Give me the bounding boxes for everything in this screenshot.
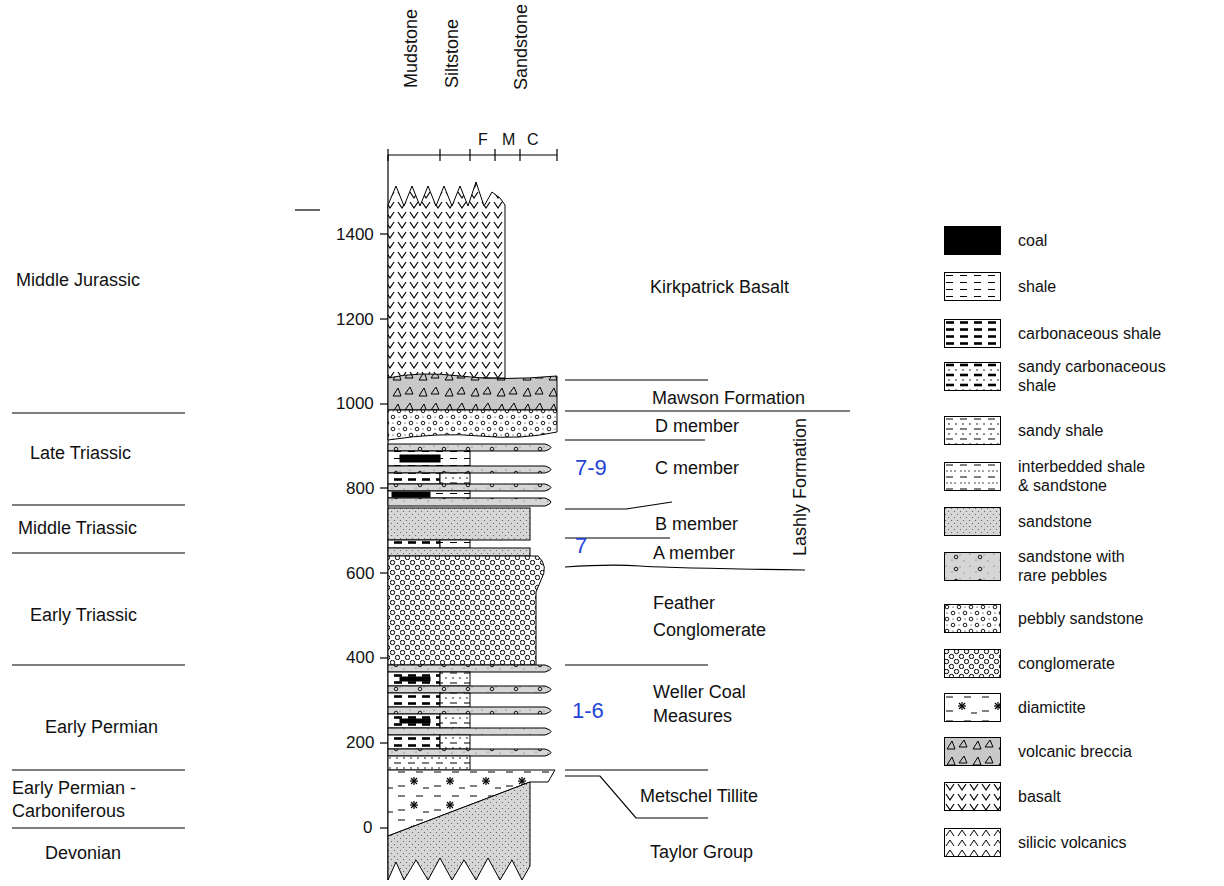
formation-label: Kirkpatrick Basalt xyxy=(650,277,789,298)
scale-number: 200 xyxy=(346,733,374,753)
pattern-swatch xyxy=(945,273,1001,301)
pattern-swatch xyxy=(945,738,1001,766)
legend-swatch xyxy=(944,272,1001,301)
legend-text: coal xyxy=(1018,231,1198,250)
legend-text: basalt xyxy=(1018,787,1198,806)
legend-swatch xyxy=(944,649,1001,678)
scale-number: 400 xyxy=(346,648,374,668)
pattern-swatch xyxy=(945,650,1001,678)
legend-text: silicic volcanics xyxy=(1018,833,1198,852)
legend-text: volcanic breccia xyxy=(1018,742,1198,761)
formation-label: Metschel Tillite xyxy=(640,786,758,807)
legend-swatch xyxy=(944,226,1001,255)
legend-swatch xyxy=(944,416,1001,445)
legend-text: shale xyxy=(1018,277,1198,296)
age-label: Late Triassic xyxy=(30,443,131,464)
scale-number: 0 xyxy=(363,818,372,838)
pattern-swatch xyxy=(945,463,1001,491)
grain-size-header: Siltstone xyxy=(442,19,463,88)
sample-number: 7-9 xyxy=(575,455,607,480)
age-label: Devonian xyxy=(45,843,121,864)
pattern-swatch xyxy=(945,783,1001,811)
grain-size-header: Mudstone xyxy=(401,9,422,88)
sample-number: 1-6 xyxy=(572,698,604,723)
member-label: A member xyxy=(653,543,735,564)
grain-size-class: C xyxy=(527,131,539,149)
pattern-swatch xyxy=(945,320,1001,348)
formation-label: Mawson Formation xyxy=(652,388,805,409)
legend-text: diamictite xyxy=(1018,698,1198,717)
legend-swatch xyxy=(944,552,1001,581)
legend-text: sandstone with rare pebbles xyxy=(1018,547,1138,585)
member-label: C member xyxy=(655,458,739,479)
legend-swatch xyxy=(944,462,1001,491)
formation-label: Feather Conglomerate xyxy=(653,590,783,644)
legend-text: carbonaceous shale xyxy=(1018,324,1198,343)
legend-swatch xyxy=(944,362,1001,391)
legend-swatch xyxy=(944,604,1001,633)
pattern-swatch xyxy=(945,553,1001,581)
sample-number: 7 xyxy=(575,533,587,558)
legend-text: sandy shale xyxy=(1018,421,1198,440)
legend-text: pebbly sandstone xyxy=(1018,609,1198,628)
age-label: Early Permian xyxy=(45,717,158,738)
grain-size-class: M xyxy=(502,131,515,149)
age-label: Early Triassic xyxy=(30,605,137,626)
formation-label: Weller Coal Measures xyxy=(653,680,768,728)
age-label: Middle Triassic xyxy=(18,518,137,539)
legend-swatch xyxy=(944,507,1001,536)
legend-swatch xyxy=(944,737,1001,766)
pattern-swatch xyxy=(945,694,1001,722)
legend-swatch xyxy=(944,319,1001,348)
formation-label: Taylor Group xyxy=(650,842,753,863)
legend-swatch xyxy=(944,782,1001,811)
pattern-swatch xyxy=(945,363,1001,391)
grain-size-class: F xyxy=(478,131,488,149)
member-label: D member xyxy=(655,416,739,437)
pattern-swatch xyxy=(945,605,1001,633)
grain-size-header: Sandstone xyxy=(511,4,532,90)
pattern-swatch xyxy=(945,417,1001,445)
legend-text: sandy carbonaceous shale xyxy=(1018,357,1198,395)
scale-number: 1000 xyxy=(336,394,374,414)
legend-text: interbedded shale & sandstone xyxy=(1018,457,1156,495)
legend-text: sandstone xyxy=(1018,512,1198,531)
age-label: Early Permian - Carboniferous xyxy=(12,777,162,823)
scale-number: 600 xyxy=(346,564,374,584)
age-label: Middle Jurassic xyxy=(16,270,140,291)
formation-label: Lashly Formation xyxy=(790,418,811,556)
legend-text: conglomerate xyxy=(1018,654,1198,673)
scale-number: 1200 xyxy=(336,310,374,330)
pattern-swatch xyxy=(945,829,1001,857)
color-swatch xyxy=(945,227,1001,255)
legend-swatch xyxy=(944,693,1001,722)
scale-number: 800 xyxy=(346,479,374,499)
pattern-swatch xyxy=(945,508,1001,536)
scale-number: 1400 xyxy=(336,225,374,245)
legend-swatch xyxy=(944,828,1001,857)
member-label: B member xyxy=(655,514,738,535)
